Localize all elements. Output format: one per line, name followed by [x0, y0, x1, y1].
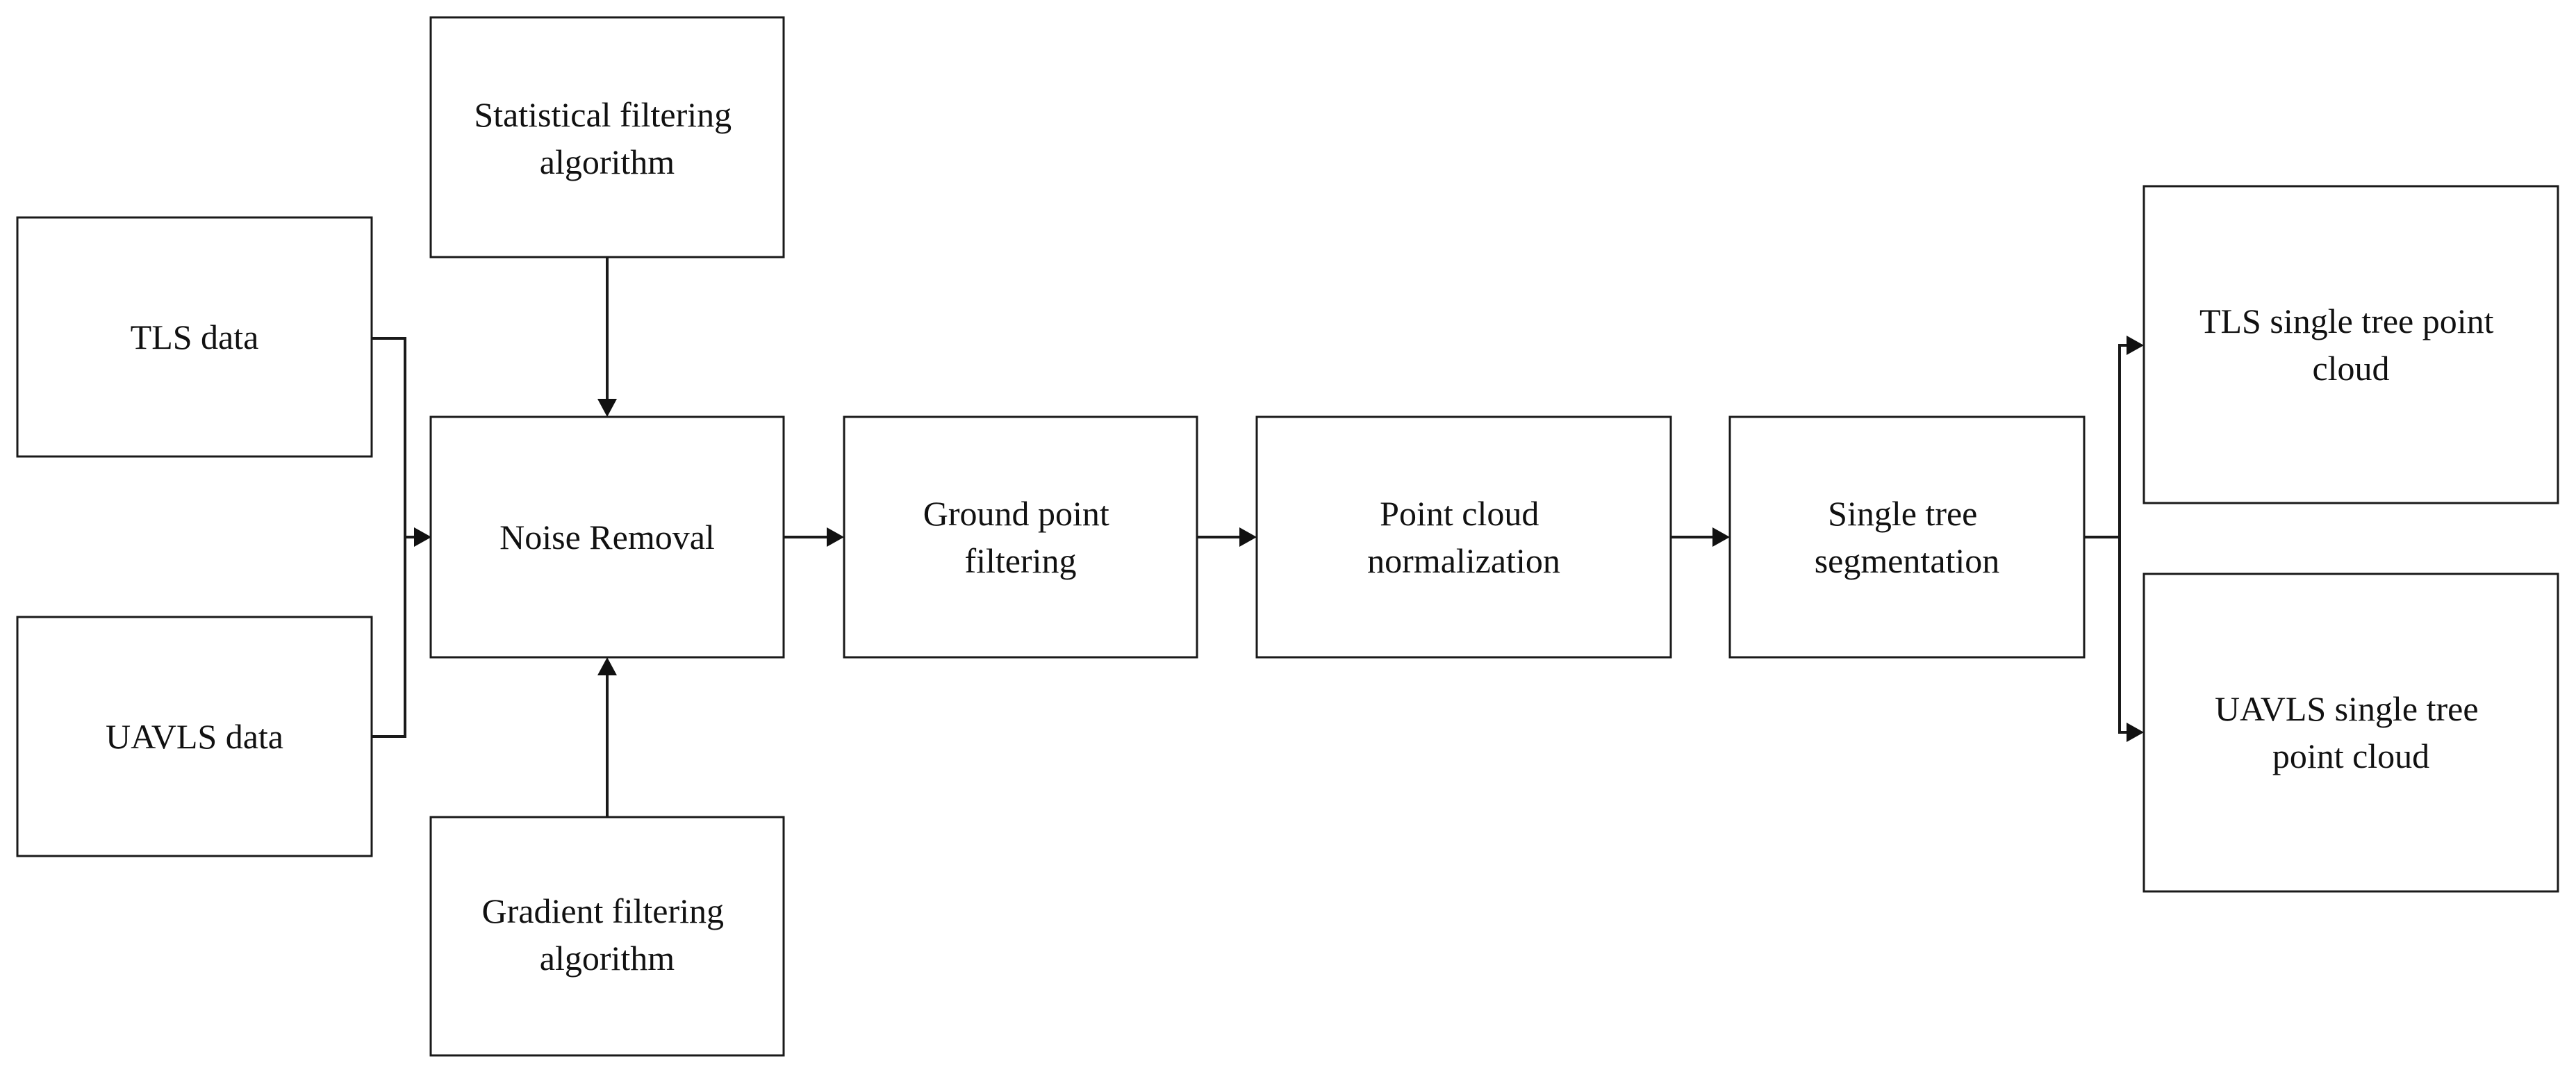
box-tls-data: TLS data [16, 216, 373, 458]
box-ground-point-filtering-label-line-2: filtering [964, 541, 1076, 580]
arrowhead-into-uavls-single-tree [2127, 723, 2144, 742]
connector-segmentation-to-uavls-single-tree [2118, 537, 2128, 734]
box-gradient-filtering: Gradient filtering algorithm [429, 816, 785, 1057]
connectors [372, 257, 2144, 817]
box-tls-single-tree-point-cloud: TLS single tree point cloud [2142, 185, 2559, 504]
box-statistical-filtering: Statistical filtering algorithm [429, 16, 785, 258]
box-uavls-single-tree-point-cloud-label: UAVLS single tree point cloud [2215, 689, 2487, 775]
arrowhead-into-noise-removal-bottom [597, 657, 617, 675]
box-uavls-single-tree-point-cloud: UAVLS single tree point cloud [2142, 573, 2559, 893]
arrowhead-into-noise-removal-top [597, 399, 617, 417]
arrowhead-into-point-cloud-normalization [1239, 527, 1257, 547]
box-gradient-filtering-label-line-2: algorithm [540, 939, 675, 978]
box-tls-single-tree-point-cloud-label-line-2: cloud [2312, 349, 2389, 388]
box-statistical-filtering-label: Statistical filtering algorithm [474, 95, 740, 181]
box-tls-data-label: TLS data [131, 318, 259, 356]
box-noise-removal-label: Noise Removal [499, 518, 715, 557]
box-tls-data-label-line-1: TLS data [131, 318, 259, 356]
box-noise-removal: Noise Removal [429, 415, 785, 659]
box-statistical-filtering-label-line-2: algorithm [540, 142, 675, 181]
box-uavls-data-label-line-1: UAVLS data [106, 717, 283, 756]
box-gradient-filtering-label-line-1: Gradient filtering [482, 891, 725, 930]
connector-tls-data-to-noise-removal [372, 337, 415, 538]
arrowhead-into-ground-point-filtering [827, 527, 844, 547]
box-single-tree-segmentation-label-line-2: segmentation [1815, 541, 2000, 580]
arrowhead-into-noise-removal-left [414, 527, 431, 547]
box-uavls-data: UAVLS data [16, 616, 373, 857]
box-ground-point-filtering-label: Ground point filtering [923, 494, 1118, 580]
box-point-cloud-normalization-label-line-2: normalization [1367, 541, 1560, 580]
box-statistical-filtering-label-line-1: Statistical filtering [474, 95, 732, 134]
arrowhead-into-single-tree-segmentation [1712, 527, 1730, 547]
box-point-cloud-normalization: Point cloud normalization [1255, 415, 1672, 659]
connector-segmentation-to-tls-single-tree [2084, 344, 2128, 538]
connector-uavls-data-to-noise-removal [372, 537, 406, 738]
box-single-tree-segmentation-label: Single tree segmentation [1815, 494, 2000, 580]
box-gradient-filtering-label: Gradient filtering algorithm [482, 891, 733, 978]
box-ground-point-filtering-label-line-1: Ground point [923, 494, 1109, 533]
box-uavls-single-tree-point-cloud-label-line-1: UAVLS single tree [2215, 689, 2479, 728]
box-uavls-single-tree-point-cloud-label-line-2: point cloud [2272, 736, 2429, 775]
box-single-tree-segmentation-label-line-1: Single tree [1828, 494, 1977, 533]
box-tls-single-tree-point-cloud-label: TLS single tree point cloud [2199, 302, 2502, 388]
box-uavls-data-label: UAVLS data [106, 717, 283, 756]
box-noise-removal-label-line-1: Noise Removal [499, 518, 715, 557]
box-single-tree-segmentation: Single tree segmentation [1728, 415, 2086, 659]
box-point-cloud-normalization-label-line-1: Point cloud [1380, 494, 1539, 533]
box-ground-point-filtering: Ground point filtering [843, 415, 1198, 659]
box-point-cloud-normalization-label: Point cloud normalization [1367, 494, 1560, 580]
box-tls-single-tree-point-cloud-label-line-1: TLS single tree point [2199, 302, 2494, 340]
arrowhead-into-tls-single-tree [2127, 336, 2144, 355]
